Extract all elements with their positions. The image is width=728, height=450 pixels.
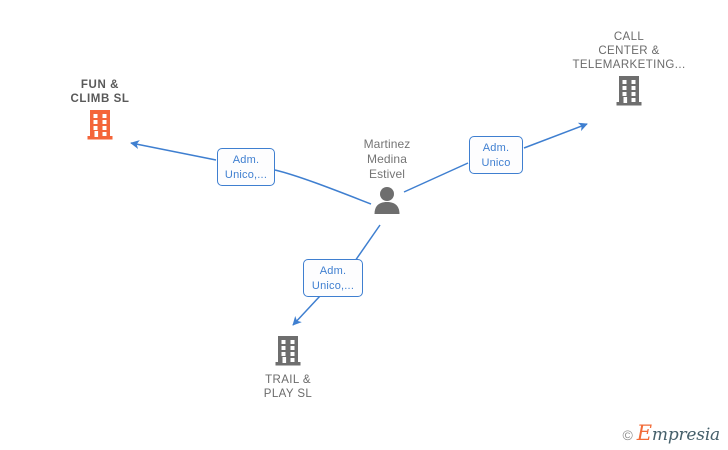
node-trail-play[interactable]: TRAIL & PLAY SL [218, 333, 358, 401]
copyright-icon: © [622, 426, 633, 443]
edge-label-fun-climb[interactable]: Adm. Unico,... [217, 148, 275, 186]
building-icon [616, 76, 642, 106]
node-label-fun-climb: FUN & CLIMB SL [70, 79, 130, 105]
node-label-trail-play: TRAIL & PLAY SL [263, 374, 313, 400]
edge-label-call-center[interactable]: Adm. Unico [469, 136, 523, 174]
empresia-logo-text: Empresia [637, 423, 720, 445]
node-call-center[interactable]: CALL CENTER & TELEMARKETING... [549, 30, 709, 107]
node-martinez-medina-estivel[interactable]: Martinez Medina Estivel [317, 137, 457, 215]
edge-arrow-fun-climb [130, 140, 217, 161]
node-fun-climb[interactable]: FUN & CLIMB SL [30, 78, 170, 141]
edge-path-fun-climb [274, 169, 372, 205]
node-label-call-center: CALL CENTER & TELEMARKETING... [572, 31, 686, 71]
edge-arrow-trail-play [292, 295, 321, 326]
edge-path-trail-play [354, 224, 381, 262]
person-icon [374, 187, 400, 214]
empresia-watermark: © Empresia [622, 423, 720, 445]
empresia-logo-rest: mpresia [651, 425, 720, 445]
edge-label-trail-play[interactable]: Adm. Unico,... [303, 259, 363, 297]
building-icon [87, 110, 113, 140]
edge-path-call-center [403, 162, 469, 193]
empresia-logo-initial: E [636, 421, 652, 445]
building-icon [275, 336, 301, 366]
node-label-martinez-medina-estivel: Martinez Medina Estivel [363, 137, 411, 181]
edge-arrow-call-center [523, 122, 588, 149]
